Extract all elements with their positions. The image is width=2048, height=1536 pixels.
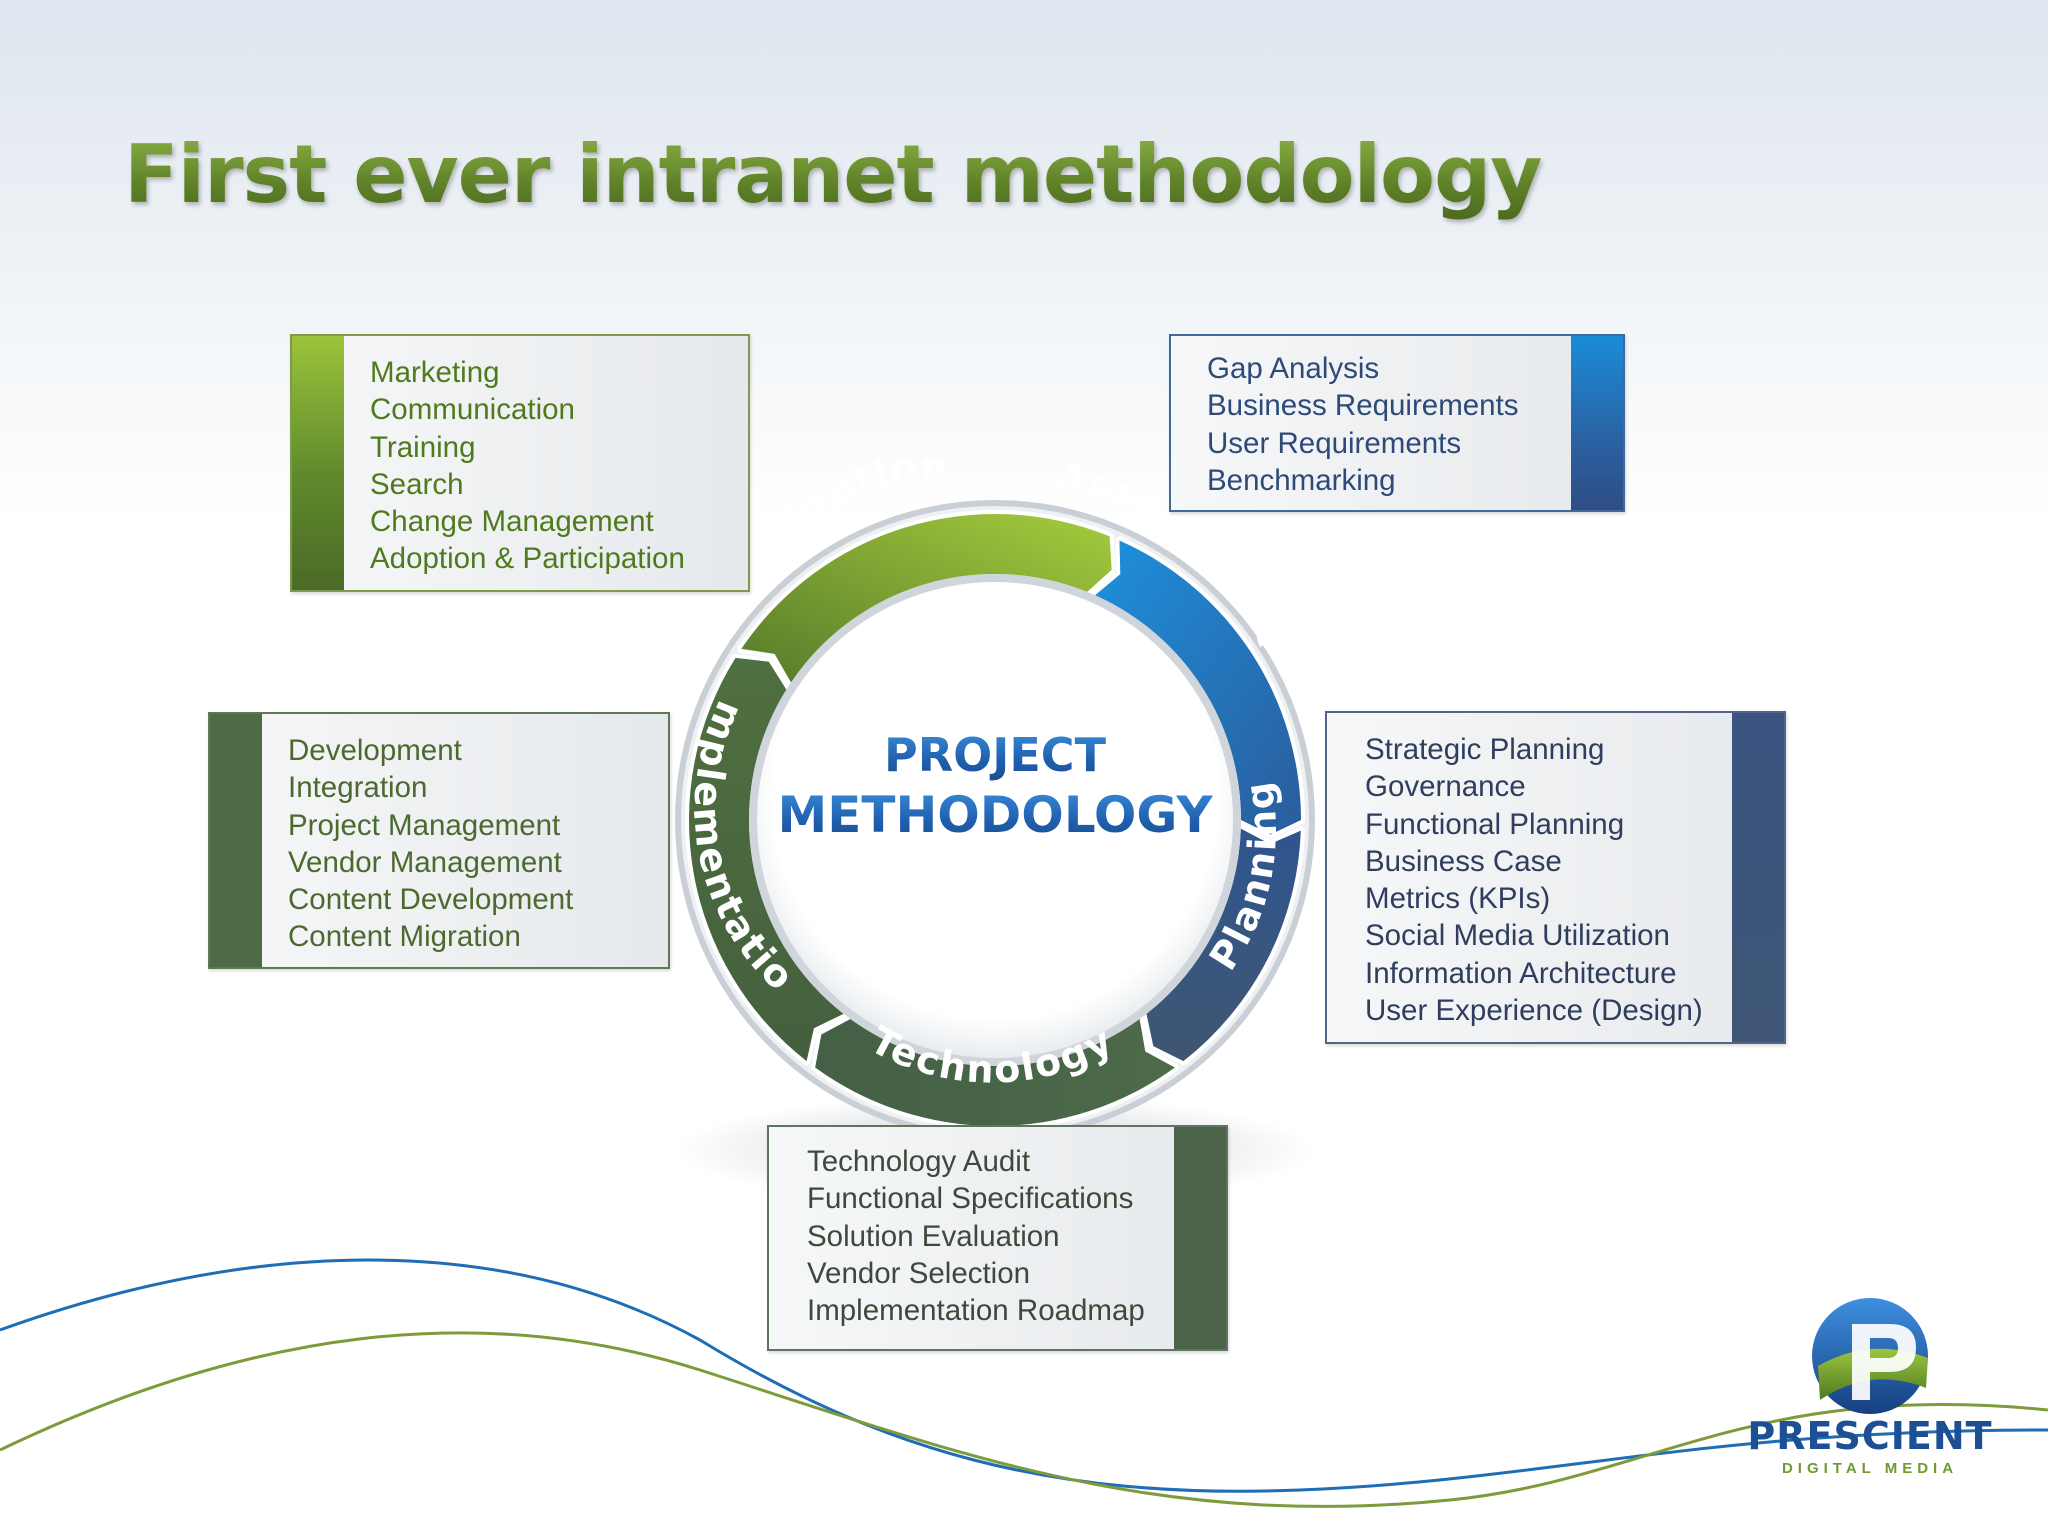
technology-item: Functional Specifications [807, 1182, 1134, 1216]
planning-item: Functional Planning [1365, 807, 1625, 841]
technology-item: Technology Audit [807, 1145, 1031, 1178]
implementation-item: Vendor Management [288, 845, 562, 879]
assessment-item: Benchmarking [1207, 463, 1396, 497]
implementation-color-bar [210, 714, 262, 967]
center-title-line1: PROJECT [760, 728, 1230, 782]
technology-item: Implementation Roadmap [807, 1294, 1145, 1328]
planning-item: Strategic Planning [1365, 733, 1605, 766]
planning-item: Social Media Utilization [1365, 919, 1670, 953]
planning-item: Information Architecture [1365, 956, 1677, 990]
implementation-item: Content Development [288, 883, 574, 917]
technology-item: Vendor Selection [807, 1256, 1031, 1290]
planning-item: Governance [1365, 770, 1526, 804]
slide-title: First ever intranet methodology [124, 128, 1542, 221]
adoption-item: Marketing [370, 356, 500, 389]
implementation-item: Development [288, 734, 462, 767]
adoption-item: Adoption & Participation [370, 542, 685, 576]
logo-globe-icon [1812, 1298, 1928, 1414]
implementation-item: Project Management [288, 808, 561, 842]
technology-color-bar [1174, 1127, 1226, 1349]
adoption-item: Training [370, 430, 476, 464]
assessment-color-bar [1571, 336, 1623, 510]
prescient-logo: PRESCIENT DIGITAL MEDIA [1740, 1296, 2000, 1486]
planning-item: Metrics (KPIs) [1365, 882, 1551, 916]
logo-name: PRESCIENT [1747, 1414, 1993, 1458]
segment-planning [1146, 828, 1301, 1062]
planning-item: User Experience (Design) [1365, 994, 1703, 1028]
implementation-item: Integration [288, 771, 428, 805]
implementation-item: Content Migration [288, 920, 521, 954]
segment-technology [815, 1019, 1175, 1127]
adoption-item: Change Management [370, 505, 654, 539]
planning-item: Business Case [1365, 844, 1562, 878]
segment-assessment [1095, 540, 1301, 835]
adoption-item: Communication [370, 393, 575, 427]
logo-subtitle: DIGITAL MEDIA [1781, 1460, 1959, 1477]
assessment-item: User Requirements [1207, 426, 1462, 460]
planning-color-bar [1732, 713, 1784, 1042]
adoption-item: Search [370, 467, 464, 501]
adoption-color-bar [292, 336, 344, 590]
segment-implementation [688, 657, 844, 1062]
wave-green [0, 1331, 2048, 1508]
center-title-line2: METHODOLOGY [760, 786, 1230, 844]
segment-adoption [741, 514, 1112, 683]
technology-item: Solution Evaluation [807, 1219, 1060, 1253]
assessment-item: Gap Analysis [1207, 352, 1380, 385]
assessment-item: Business Requirements [1207, 389, 1519, 423]
